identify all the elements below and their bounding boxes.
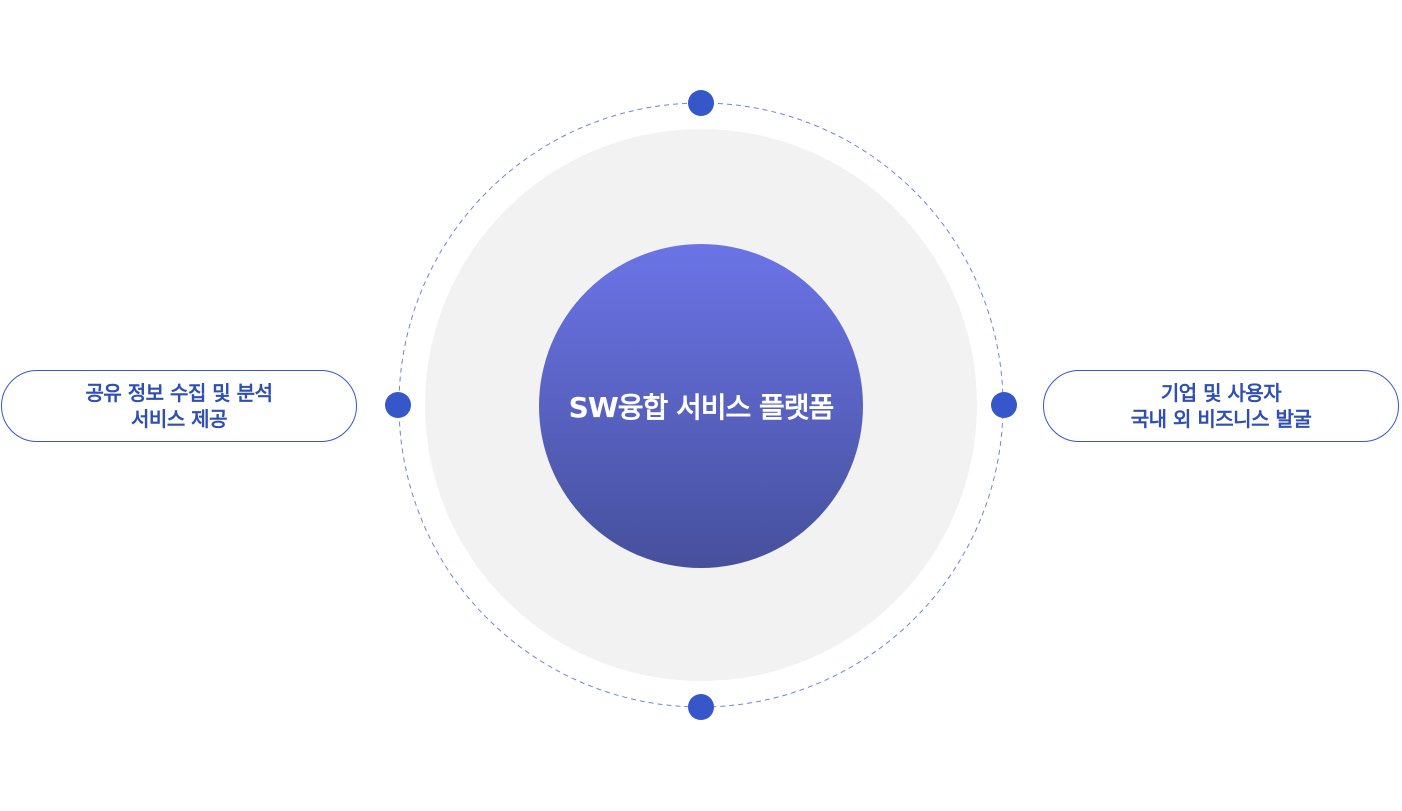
center-title: SW융합 서비스 플랫폼 — [568, 391, 835, 424]
orbit-node-bottom — [688, 694, 714, 720]
orbit-node-top — [688, 90, 714, 116]
left-info-line-1: 공유 정보 수집 및 분석 — [85, 381, 273, 405]
right-info-line-1: 기업 및 사용자 — [1160, 381, 1282, 405]
orbit-node-right — [991, 392, 1017, 418]
left-info-pill: 공유 정보 수집 및 분석 서비스 제공 — [1, 370, 357, 442]
orbit-node-left — [385, 392, 411, 418]
left-info-line-2: 서비스 제공 — [131, 407, 227, 431]
right-info-line-2: 국내 외 비즈니스 발굴 — [1130, 407, 1312, 431]
center-circle — [539, 244, 863, 568]
right-info-pill: 기업 및 사용자 국내 외 비즈니스 발굴 — [1043, 370, 1399, 442]
